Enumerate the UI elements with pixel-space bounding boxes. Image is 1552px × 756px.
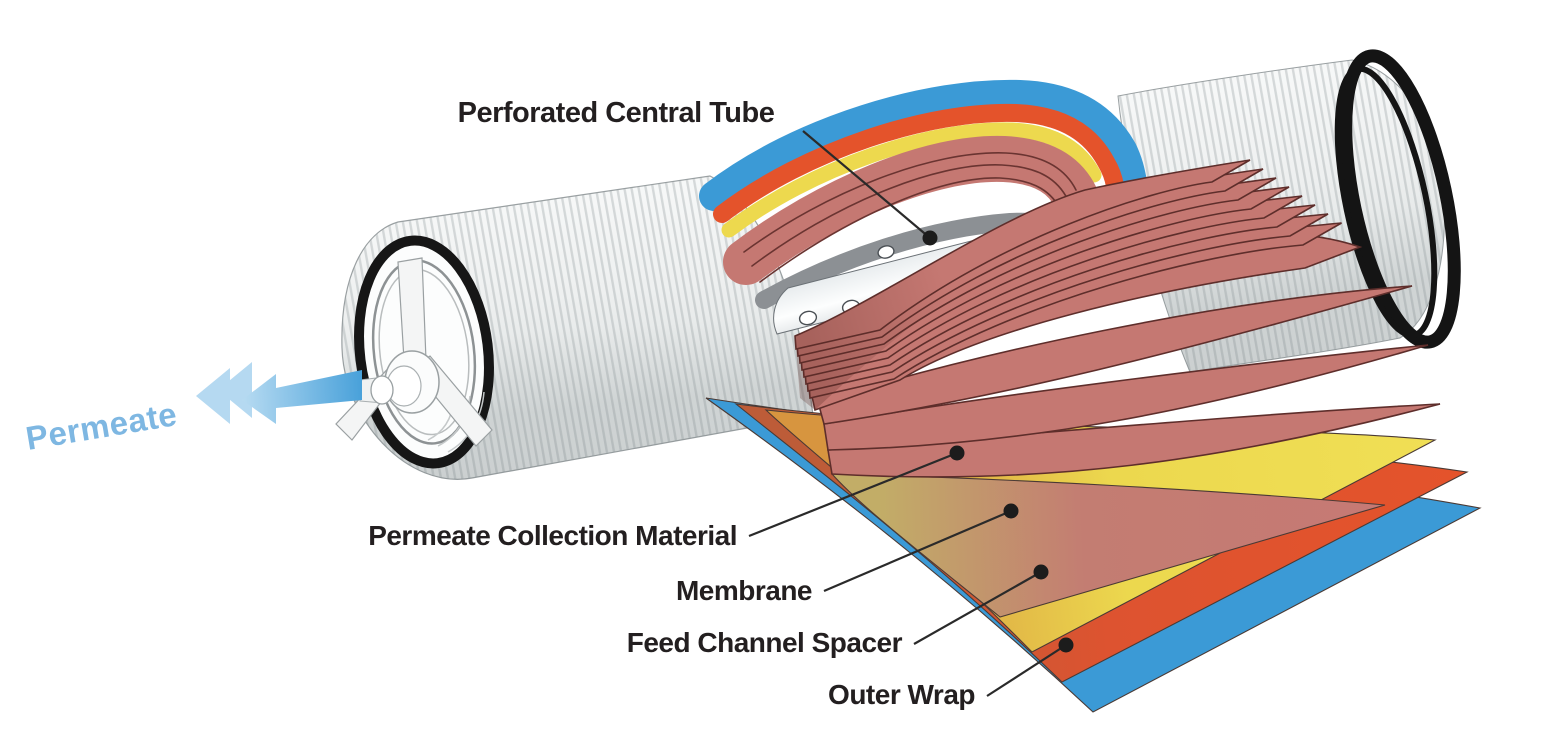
callouts: Perforated Central Tube Permeate Collect… [368, 97, 1074, 710]
callout-dot [1058, 637, 1074, 653]
membrane-label: Membrane [676, 575, 812, 606]
leaf-bundle-shadow [795, 190, 1090, 410]
leader-perforated-central-tube [802, 130, 931, 239]
callout-dot [922, 230, 938, 246]
permeate-chevron-icon [196, 368, 230, 424]
membrane-wrap-band [723, 135, 1099, 285]
membrane-leaves [794, 159, 1441, 478]
left-end-cap [335, 235, 494, 469]
membrane-wrap-lines [743, 152, 1077, 283]
membrane-flat-sheet [830, 473, 1386, 618]
permeate-port-nozzle [370, 375, 394, 405]
leader-permeate-collection-material [748, 451, 958, 538]
permeate-chevron-icon [218, 362, 252, 418]
permeate-flow: Permeate [23, 362, 362, 457]
right-end-seal-ring-inner [1334, 65, 1438, 339]
leader-membrane [823, 509, 1012, 593]
outer-wrap-label: Outer Wrap [828, 679, 975, 710]
permeate-stream-arrow [242, 370, 362, 424]
perforated-central-tube-label: Perforated Central Tube [458, 97, 775, 129]
callout-dot [949, 445, 965, 461]
permeate-collection-material-label: Permeate Collection Material [368, 520, 737, 551]
permeate-collection-band [721, 122, 1102, 238]
callout-dot [1003, 503, 1019, 519]
leader-outer-wrap [986, 644, 1067, 697]
outer-wrap-band [699, 79, 1147, 211]
membrane-leaf-large [823, 344, 1429, 451]
membrane-leaf-large [817, 285, 1413, 425]
feed-channel-spacer-label: Feed Channel Spacer [627, 627, 903, 658]
callout-dot [1033, 564, 1049, 580]
feed-spacer-band [713, 103, 1124, 223]
right-end-seal-ring-outer [1339, 49, 1461, 349]
permeate-label: Permeate [23, 395, 180, 457]
leader-feed-channel-spacer [913, 571, 1042, 645]
